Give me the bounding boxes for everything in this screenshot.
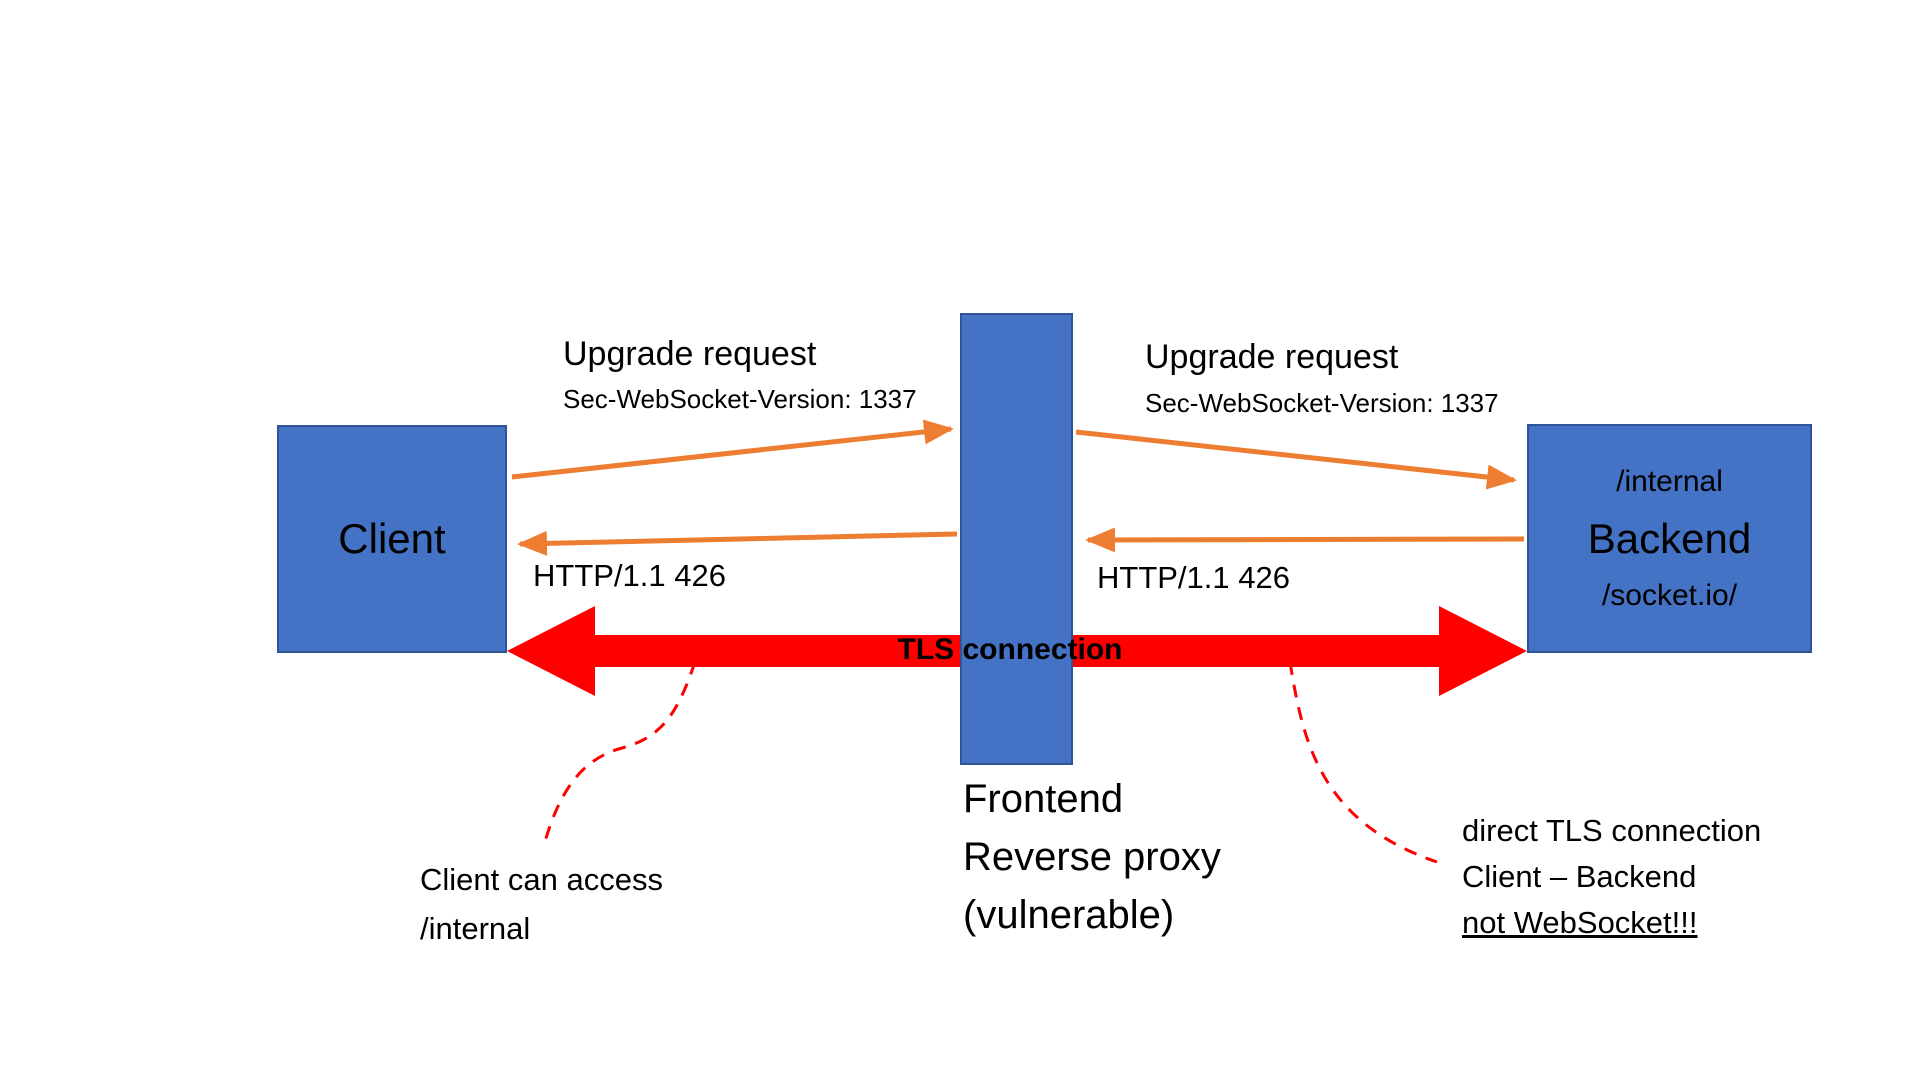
client-node: Client [277, 425, 507, 653]
annotation-direct-tls-line-3: not WebSocket!!! [1462, 905, 1698, 940]
tls-connection-label: TLS connection [897, 633, 1123, 666]
annotation-client-access-line-1: Client can access [420, 862, 663, 897]
websocket-version-header-right: Sec-WebSocket-Version: 1337 [1145, 388, 1499, 418]
proxy-caption-line-2: Reverse proxy [963, 835, 1221, 879]
frontend-proxy-node [960, 313, 1073, 765]
upgrade-request-arrow-client-to-proxy [511, 419, 954, 480]
annotation-direct-tls: direct TLS connection Client – Backend n… [1462, 808, 1761, 946]
backend-node: /internal Backend /socket.io/ [1527, 424, 1812, 653]
http-426-label-left: HTTP/1.1 426 [533, 558, 726, 593]
backend-path-socketio: /socket.io/ [1601, 578, 1738, 612]
annotation-direct-tls-line-1: direct TLS connection [1462, 813, 1762, 848]
proxy-caption-line-3: (vulnerable) [963, 893, 1175, 937]
proxy-caption-line-1: Frontend [963, 777, 1124, 821]
callout-curve-right [1288, 661, 1438, 864]
upgrade-request-arrow-proxy-to-backend [1075, 429, 1517, 490]
frontend-proxy-caption: Frontend Reverse proxy (vulnerable) [963, 770, 1221, 944]
upgrade-request-label-right: Upgrade request [1145, 338, 1399, 376]
websocket-version-header-left: Sec-WebSocket-Version: 1337 [563, 384, 917, 414]
backend-node-label: Backend [1587, 514, 1752, 562]
http-426-label-right: HTTP/1.1 426 [1097, 560, 1290, 595]
annotation-client-access: Client can access /internal [420, 855, 663, 953]
upgrade-request-label-left: Upgrade request [563, 335, 817, 373]
annotation-client-access-line-2: /internal [420, 911, 531, 946]
backend-path-internal: /internal [1616, 464, 1723, 498]
http-426-arrow-backend-to-proxy [1085, 527, 1525, 553]
annotation-direct-tls-line-2: Client – Backend [1462, 859, 1697, 894]
client-node-label: Client [338, 515, 446, 562]
http-426-arrow-proxy-to-client [517, 530, 958, 556]
callout-curve-left [542, 661, 697, 846]
